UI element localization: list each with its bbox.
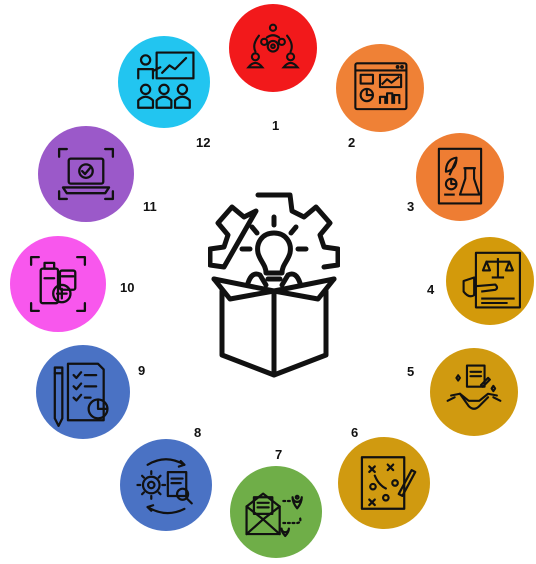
research-lab-report-icon [437,147,483,205]
node-6 [338,437,430,529]
laptop-check-icon [57,147,115,201]
node-label-10: 10 [120,280,135,295]
node-label-6: 6 [351,425,359,440]
mail-route-icon [245,492,303,538]
medicine-scan-icon [29,255,87,313]
node-label-7: 7 [275,447,283,462]
checklist-report-icon [53,362,109,427]
node-label-9: 9 [138,363,146,378]
process-cycle-search-icon [136,458,193,515]
node-7 [230,466,322,558]
idea-box-lightbulb-gear-icon [208,192,340,378]
presentation-audience-icon [137,51,195,109]
node-12 [118,36,210,128]
node-2 [336,44,424,132]
node-label-11: 11 [143,199,157,214]
node-label-4: 4 [427,282,435,297]
node-8 [120,439,212,531]
node-3 [416,133,504,221]
node-1 [229,4,317,92]
legal-scales-document-icon [462,251,521,309]
node-label-8: 8 [194,425,202,440]
node-label-3: 3 [407,199,415,214]
node-11 [38,126,134,222]
node-4 [446,237,534,325]
team-gears-icon [246,23,300,69]
node-label-5: 5 [407,364,415,379]
handshake-agreement-icon [446,364,502,410]
analytics-dashboard-icon [354,62,408,111]
node-9 [36,345,130,439]
strategy-playbook-icon [360,456,417,510]
node-10 [10,236,106,332]
node-label-2: 2 [348,135,356,150]
node-5 [430,348,518,436]
node-label-1: 1 [272,118,280,133]
node-label-12: 12 [196,135,211,150]
